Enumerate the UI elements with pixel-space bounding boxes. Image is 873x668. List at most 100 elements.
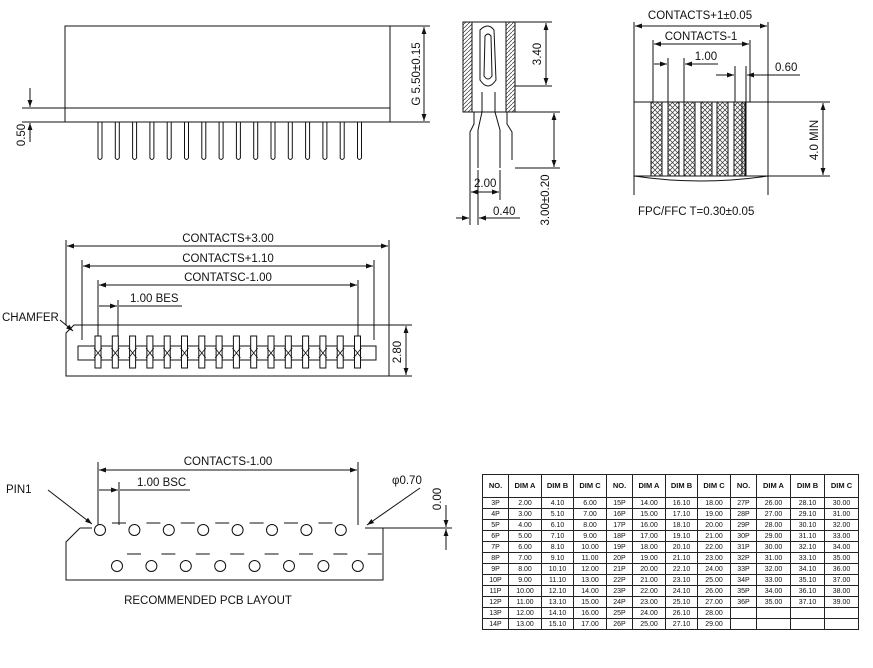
- table-cell: 10P: [482, 574, 509, 586]
- table-cell: 6.00: [573, 497, 607, 509]
- table-cell: 35.10: [790, 574, 825, 586]
- pcb-caption: RECOMMENDED PCB LAYOUT: [124, 595, 292, 607]
- table-cell: 14.00: [632, 497, 666, 509]
- table-cell: 21P: [606, 563, 633, 575]
- table-cell: 16.00: [573, 607, 607, 619]
- table-cell: 12.00: [573, 563, 607, 575]
- table-header-cell: DIM C: [573, 474, 607, 498]
- top-view-pitch-label: 1.00 BES: [130, 293, 179, 305]
- contact-view: [456, 21, 560, 225]
- table-cell: 11P: [482, 585, 509, 597]
- table-cell: 30.00: [824, 497, 859, 509]
- fpc-height-label: 4.0 MIN: [809, 120, 821, 160]
- table-cell: 34P: [730, 574, 757, 586]
- pcb-hole: [351, 560, 364, 572]
- table-header-cell: DIM B: [541, 474, 574, 498]
- pcb-hole: [248, 560, 261, 572]
- side-view-pin: [201, 122, 207, 160]
- table-cell: 15.10: [541, 618, 574, 630]
- side-view-pin: [357, 122, 362, 160]
- table-cell: 37.10: [790, 596, 825, 608]
- table-cell: 25.10: [665, 596, 698, 608]
- fpc-overall-label: CONTACTS+1±0.05: [648, 10, 752, 22]
- table-cell: 18.00: [697, 497, 731, 509]
- table-cell: 5.10: [541, 508, 574, 520]
- top-view-contact: [250, 335, 258, 369]
- top-view-contact: [198, 335, 206, 369]
- fpc-pitch-label: 1.00: [695, 51, 717, 63]
- table-cell: 17.10: [665, 508, 698, 520]
- side-view: [22, 25, 430, 160]
- table-cell: 23P: [606, 585, 633, 597]
- table-cell: 10.00: [573, 541, 607, 553]
- side-view-pin: [235, 122, 241, 160]
- top-view-contact: [284, 335, 292, 369]
- side-view-pins: [97, 122, 362, 160]
- table-cell: 2.00: [508, 497, 542, 509]
- table-cell: 29P: [730, 519, 757, 531]
- top-view-contact-mark: [180, 347, 189, 359]
- table-cell: 23.00: [697, 552, 731, 564]
- side-view-height-label: G 5.50±0.15: [411, 42, 423, 105]
- table-cell: 8.10: [541, 541, 574, 553]
- table-cell: 17P: [606, 519, 633, 531]
- table-cell: 24P: [606, 596, 633, 608]
- table-cell: 7.00: [508, 552, 542, 564]
- table-cell: 33.10: [790, 552, 825, 564]
- pcb-hole: [214, 560, 227, 572]
- table-cell: 15P: [606, 497, 633, 509]
- fpc-traces: [650, 101, 747, 177]
- table-cell: 12.00: [508, 607, 542, 619]
- fpc-trace: [650, 101, 663, 177]
- pcb-offset-label: 0.00: [432, 488, 444, 510]
- table-cell: 32.00: [824, 519, 859, 531]
- table-cell: 9P: [482, 563, 509, 575]
- table-cell: 4.00: [508, 519, 542, 531]
- top-view-contact-mark: [318, 347, 328, 359]
- top-view-slot: [77, 345, 377, 361]
- table-cell: 3.00: [508, 508, 542, 520]
- table-cell: 13P: [482, 607, 509, 619]
- table-cell: 13.00: [508, 618, 542, 630]
- top-view-contact-mark: [128, 347, 137, 359]
- table-cell: 12.10: [541, 585, 574, 597]
- table-cell: 29.00: [756, 530, 791, 542]
- table-cell: 10.10: [541, 563, 574, 575]
- table-cell: 15.00: [573, 596, 607, 608]
- side-view-housing: [64, 25, 391, 123]
- table-cell: 27.10: [665, 618, 698, 630]
- top-view-contact: [163, 335, 171, 369]
- table-cell: 7.00: [573, 508, 607, 520]
- table-cell: 36.00: [824, 563, 859, 575]
- top-view-contact-mark: [232, 347, 241, 359]
- pcb-hole: [317, 560, 330, 572]
- table-cell: 26.10: [665, 607, 698, 619]
- chamfer-label: CHAMFER: [2, 312, 59, 324]
- table-header-cell: DIM A: [632, 474, 666, 498]
- side-view-pin: [322, 122, 328, 160]
- table-cell: 25P: [606, 607, 633, 619]
- table-cell: 6.10: [541, 519, 574, 531]
- side-view-pin: [166, 122, 172, 160]
- table-cell: [730, 618, 757, 630]
- table-cell: 7.10: [541, 530, 574, 542]
- table-cell: 26P: [606, 618, 633, 630]
- table-cell: 24.00: [632, 607, 666, 619]
- top-view-contact-mark: [93, 347, 103, 359]
- table-header-cell: DIM C: [697, 474, 731, 498]
- table-cell: 12P: [482, 596, 509, 608]
- top-view-contact-mark: [283, 347, 293, 359]
- table-cell: 38.00: [824, 585, 859, 597]
- table-cell: [790, 607, 825, 619]
- table-cell: 22.00: [632, 585, 666, 597]
- table-cell: 25.00: [632, 618, 666, 630]
- table-cell: 9.00: [508, 574, 542, 586]
